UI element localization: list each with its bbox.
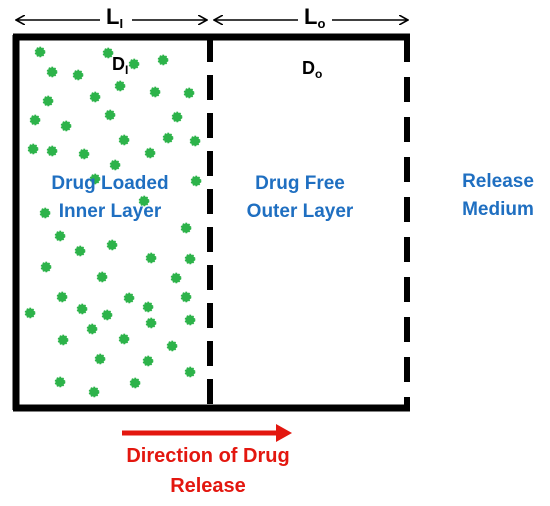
drug-particle-icon bbox=[46, 66, 58, 78]
drug-particle-icon bbox=[54, 230, 66, 242]
drug-particle-icon bbox=[184, 253, 196, 265]
drug-particle-icon bbox=[166, 340, 178, 352]
outer-layer-box bbox=[210, 33, 410, 412]
drug-particle-icon bbox=[149, 86, 161, 98]
inner-layer-box bbox=[12, 33, 210, 412]
outer-length-label: Lo bbox=[304, 4, 326, 31]
drug-particle-icon bbox=[180, 222, 192, 234]
outer-layer-label: Drug Free Outer Layer bbox=[246, 173, 354, 222]
drug-particle-icon bbox=[39, 207, 51, 219]
drug-particle-icon bbox=[129, 377, 141, 389]
drug-particle-icon bbox=[114, 80, 126, 92]
drug-particle-icon bbox=[183, 87, 195, 99]
drug-particle-icon bbox=[57, 334, 69, 346]
drug-particle-icon bbox=[94, 353, 106, 365]
release-direction-label: Direction of Drug Release bbox=[126, 445, 290, 497]
drug-particle-icon bbox=[123, 292, 135, 304]
drug-particle-icon bbox=[128, 58, 140, 70]
drug-particle-icon bbox=[89, 173, 101, 185]
drug-particle-icon bbox=[54, 376, 66, 388]
drug-particle-icon bbox=[46, 145, 58, 157]
drug-particle-icon bbox=[76, 303, 88, 315]
drug-particle-icon bbox=[78, 148, 90, 160]
drug-particle-icon bbox=[162, 132, 174, 144]
inner-diffusivity-label: DI bbox=[112, 54, 129, 77]
drug-particle-icon bbox=[190, 175, 202, 187]
drug-particle-icon bbox=[145, 252, 157, 264]
drug-particle-icon bbox=[29, 114, 41, 126]
drug-particle-icon bbox=[170, 272, 182, 284]
drug-particle-icon bbox=[86, 323, 98, 335]
drug-particle-icon bbox=[171, 111, 183, 123]
drug-particle-icon bbox=[102, 47, 114, 59]
drug-particle-icon bbox=[101, 309, 113, 321]
inner-length-label: LI bbox=[106, 4, 124, 31]
drug-particle-icon bbox=[118, 333, 130, 345]
direction-arrow-icon bbox=[122, 424, 292, 442]
drug-particle-icon bbox=[104, 109, 116, 121]
drug-particle-icon bbox=[142, 301, 154, 313]
inner-layer-label: Drug Loaded Inner Layer bbox=[51, 173, 169, 222]
drug-particle-icon bbox=[60, 120, 72, 132]
release-medium-label: Release Medium bbox=[462, 171, 534, 220]
drug-particle-icon bbox=[138, 195, 150, 207]
drug-particle-icon bbox=[40, 261, 52, 273]
drug-particle-icon bbox=[96, 271, 108, 283]
outer-diffusivity-label: Do bbox=[302, 58, 323, 81]
drug-particle-icon bbox=[24, 307, 36, 319]
drug-particle-icon bbox=[184, 314, 196, 326]
drug-particle-icon bbox=[109, 159, 121, 171]
drug-particle-icon bbox=[42, 95, 54, 107]
drug-particle-icon bbox=[189, 135, 201, 147]
drug-particle-icon bbox=[88, 386, 100, 398]
drug-particle-icon bbox=[34, 46, 46, 58]
drug-particle-icon bbox=[118, 134, 130, 146]
drug-particle-icon bbox=[106, 239, 118, 251]
drug-particle-icon bbox=[74, 245, 86, 257]
drug-particle-icon bbox=[142, 355, 154, 367]
drug-particle-icon bbox=[72, 69, 84, 81]
drug-particle-icon bbox=[89, 91, 101, 103]
drug-particle-icon bbox=[184, 366, 196, 378]
drug-particle-icon bbox=[157, 54, 169, 66]
drug-particle-icon bbox=[180, 291, 192, 303]
drug-particle-icon bbox=[27, 143, 39, 155]
drug-particle-icon bbox=[145, 317, 157, 329]
drug-particle-icon bbox=[144, 147, 156, 159]
drug-particle-icon bbox=[56, 291, 68, 303]
drug-particles bbox=[24, 46, 202, 398]
